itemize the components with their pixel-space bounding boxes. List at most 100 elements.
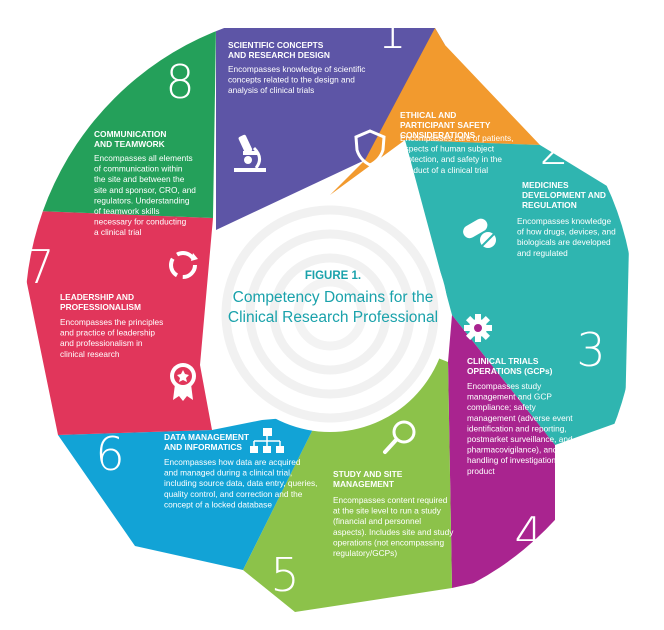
center-hub: FIGURE 1. Competency Domains for the Cli… [212, 196, 448, 432]
segment-2-title-line: CONSIDERATIONS [400, 130, 476, 140]
segment-1-description-line: concepts related to the design and [228, 75, 355, 85]
segment-3-title-line: MEDICINES [522, 180, 569, 190]
segment-4-description-line: compliance; safety [467, 402, 537, 412]
segment-8-description-line: regulators. Understanding [94, 195, 190, 205]
segment-5 [243, 345, 452, 612]
segment-7-description-line: Encompasses the principles [60, 317, 163, 327]
segment-4-description-line: management (adverse event [467, 413, 573, 423]
icons-layer [169, 129, 496, 454]
segment-8-description-line: Encompasses all elements [94, 153, 193, 163]
segment-4 [448, 315, 555, 588]
gear-icon [464, 314, 492, 342]
segment-4-description-line: management and GCP [467, 392, 552, 402]
microscope-icon [234, 134, 266, 172]
segment-1-title-line: SCIENTIFIC CONCEPTS [228, 40, 324, 50]
segment-3-description-line: biologicals are developed [517, 237, 611, 247]
magnifier-icon [383, 420, 416, 454]
segment-1-number: 1 [377, 5, 406, 59]
segment-4-description-line: product [467, 466, 495, 476]
segments-layer [25, 28, 630, 612]
segment-6-description-line: and managed during a clinical trial, [164, 468, 292, 478]
segment-4-description-line: postmarket surveillance, and [467, 434, 573, 444]
segment-3 [405, 140, 630, 445]
segment-4-description-line: handling of investigational [467, 455, 563, 465]
cycle-icon [169, 251, 198, 279]
segment-6-description-line: quality control, and correction and the [164, 489, 303, 499]
segment-8-title-line: COMMUNICATION [94, 129, 166, 139]
segment-5-title-line: STUDY AND SITE [333, 469, 403, 479]
shield-icon [354, 129, 386, 167]
figure-title-line-1: Competency Domains for the [233, 289, 434, 306]
segment-1-description-line: Encompasses knowledge of scientific [228, 64, 365, 74]
segment-5-description-line: regulatory/GCPs) [333, 548, 397, 558]
segment-6-description-line: including source data, data entry, queri… [164, 478, 317, 488]
segment-1 [216, 28, 445, 230]
segment-8-number: 8 [165, 55, 194, 109]
hierarchy-icon [250, 428, 284, 453]
segment-4-description-line: Encompasses study [467, 381, 542, 391]
segment-8-description-line: a clinical trial [94, 227, 142, 237]
segment-2-title-line: PARTICIPANT SAFETY [400, 120, 491, 130]
segment-2-description: Encompasses care of patients,aspects of … [400, 133, 513, 175]
segment-5-title-line: MANAGEMENT [333, 479, 395, 489]
segment-4-title-line: CLINICAL TRIALS [467, 356, 539, 366]
segment-2-description-line: protection, and safety in the [400, 154, 502, 164]
segment-3-description-line: Encompasses knowledge [517, 216, 611, 226]
segment-7-number: 7 [25, 240, 54, 294]
segment-7-description-line: clinical research [60, 349, 120, 359]
award-icon [170, 363, 196, 401]
segment-7-description-line: and professionalism in [60, 338, 143, 348]
segment-8 [25, 28, 216, 218]
segment-5-description-line: operations (not encompassing [333, 537, 445, 547]
segment-8-description-line: necessary for conducting [94, 217, 187, 227]
figure-title-line-2: Clinical Research Professional [228, 309, 438, 326]
segment-3-description-line: and regulated [517, 248, 568, 258]
segment-2-title-line: ETHICAL AND [400, 110, 456, 120]
segment-1-description-line: analysis of clinical trials [228, 85, 314, 95]
segment-6-number: 6 [95, 427, 124, 481]
segment-7-description-line: and practice of leadership [60, 328, 155, 338]
segment-6-description-line: Encompasses how data are acquired [164, 457, 301, 467]
segment-7 [25, 210, 213, 435]
segment-2-description-line: aspects of human subject [400, 144, 495, 154]
segment-6 [58, 415, 320, 570]
segment-3-title-line: REGULATION [522, 200, 577, 210]
segment-7-title-line: LEADERSHIP AND [60, 292, 134, 302]
pills-icon [463, 218, 496, 248]
segment-1-title-line: AND RESEARCH DESIGN [228, 50, 330, 60]
segment-5-description-line: Encompasses content required [333, 495, 448, 505]
segment-5-number: 5 [270, 548, 299, 602]
segment-8-title-line: AND TEAMWORK [94, 139, 165, 149]
segment-3-description-line: of how drugs, devices, and [517, 227, 616, 237]
segment-2-description-line: conduct of a clinical trial [400, 165, 488, 175]
segment-4-description-line: identification and reporting, [467, 423, 567, 433]
segment-8-description-line: the site and between the [94, 174, 185, 184]
segment-6-title-line: AND INFORMATICS [164, 442, 242, 452]
segment-6-description-line: concept of a locked database [164, 499, 272, 509]
figure-label: FIGURE 1. [305, 270, 361, 282]
segment-4-title-line: OPERATIONS (GCPs) [467, 366, 553, 376]
segment-2-description-line: Encompasses care of patients, [400, 133, 513, 143]
segment-8-description-line: site and sponsor, CRO, and [94, 185, 196, 195]
segment-3-number: 3 [576, 323, 605, 377]
segment-5-description-line: (financial and personnel [333, 516, 421, 526]
segment-3-title-line: DEVELOPMENT AND [522, 190, 606, 200]
segment-5-description-line: at the site level to run a study [333, 506, 442, 516]
segment-7-title-line: PROFESSIONALISM [60, 302, 141, 312]
segment-6-title-line: DATA MANAGEMENT [164, 432, 250, 442]
segment-2-number: 2 [539, 121, 568, 175]
